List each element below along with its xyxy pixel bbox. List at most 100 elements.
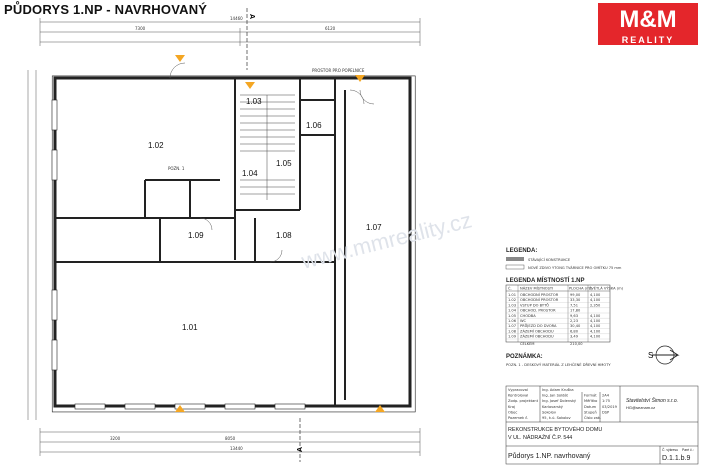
parts-label: Paré č.:	[682, 448, 694, 452]
watermark-text: www.mmreality.cz	[298, 207, 474, 274]
rooms-table-cell: 4,100	[590, 319, 601, 323]
company-name: Stavitelství Šimon s.r.o.	[626, 397, 678, 404]
dim-bottom-mid: 8050	[225, 436, 236, 441]
rooms-table-cell: 3,49	[570, 335, 579, 339]
page-title: PŮDORYS 1.NP - NAVRHOVANÝ	[4, 2, 208, 17]
dim-top-right: 6120	[325, 26, 336, 31]
rooms-header-area: PLOCHA (m²)	[569, 287, 593, 291]
rooms-table-cell: OBCHODNÍ PROSTOR	[520, 297, 559, 302]
title-block-cell: 1:75	[602, 399, 610, 403]
rooms-table-cell: 4,100	[590, 298, 601, 302]
title-block-cell: Vypracoval	[508, 388, 528, 392]
title-block-cell: Datum	[584, 405, 597, 409]
rooms-table-cell: VSTUP DO BYTŮ	[520, 302, 549, 307]
title-block	[505, 385, 699, 465]
rooms-table-cell: ZÁZEMÍ OBCHODU	[520, 334, 554, 339]
legend-swatch-new	[505, 264, 525, 270]
title-block-cell: Kontroloval	[508, 394, 528, 398]
rooms-table-cell: 99,00	[570, 293, 581, 297]
room-1-07: 1.07	[366, 223, 382, 232]
section-mark-top: A	[248, 14, 255, 19]
notes-title: POZNÁMKA:	[506, 353, 543, 360]
title-block-cell: Ing. Josef Dolenský	[542, 399, 577, 403]
rooms-table-cell: CHODBA	[520, 314, 536, 318]
rooms-total-label: CELKEM	[520, 342, 535, 346]
note-prostor: PROSTOR PRO POPELNICE	[312, 68, 365, 73]
rooms-total-value: 210,00	[570, 342, 583, 346]
company-web: HG@seznam.cz	[626, 405, 655, 410]
rooms-table-cell: OBCHOD. PROSTOR	[520, 309, 556, 313]
section-markers	[246, 8, 301, 462]
rooms-table-cell: 1.08	[508, 329, 517, 333]
facade-windows	[51, 99, 306, 410]
title-block-cell: Kraj	[508, 405, 515, 409]
rooms-table-cell: 4,100	[590, 293, 601, 297]
rooms-table-cell: 1.09	[508, 335, 517, 339]
title-block-cell: Obec	[508, 410, 517, 414]
title-block-cell: 03/2019	[602, 405, 618, 409]
rooms-table-cell: 7,51	[570, 303, 578, 307]
dim-top-total: 14460	[230, 16, 243, 21]
rooms-table-cell: PRŮJEZD DO DVORA	[520, 323, 557, 328]
rooms-table-cell: OBCHODNÍ PROSTOR	[520, 292, 559, 297]
title-block-cell: Měřítko	[584, 399, 597, 403]
dim-top-left: 7300	[135, 26, 146, 31]
door-swings	[169, 62, 375, 263]
legend-title: LEGENDA:	[506, 248, 537, 254]
legend-swatch-existing	[506, 257, 524, 261]
title-block-cell: Ing. Jan Soldát	[542, 394, 569, 398]
entry-arrows	[175, 55, 385, 412]
rooms-table-cell: 1.01	[508, 293, 516, 297]
title-block-cell: Číslo zak.	[584, 415, 601, 420]
legend-item-new: NOVÉ ZDIVO YTONG TVÁRNICE PRO OMÍTKU 75 …	[528, 265, 622, 270]
room-1-01: 1.01	[182, 323, 198, 332]
rooms-header-no: Č.	[508, 286, 512, 291]
staircase	[240, 94, 295, 200]
dim-bottom-left: 3200	[110, 436, 121, 441]
drawing-name: Půdorys 1.NP. navrhovaný	[508, 452, 591, 460]
rooms-table-cell: 6,80	[570, 329, 579, 333]
logo-brand-text: M&M	[619, 6, 676, 33]
rooms-table-cell: 1.02	[508, 298, 516, 302]
room-1-05: 1.05	[276, 159, 292, 168]
rooms-table-cell: 1.07	[508, 324, 516, 328]
rooms-table-cell: 4,100	[590, 335, 601, 339]
rooms-table-cell: 1.05	[508, 314, 516, 318]
title-block-cell: Ing. Adam Kruška	[542, 388, 574, 392]
title-block-cell: Stupeň	[584, 410, 597, 414]
rooms-table: Č. NÁZEV MÍSTNOSTI PLOCHA (m²) SVĚTLÁ VÝ…	[505, 284, 624, 343]
rooms-header-height: SVĚTLÁ VÝŠKA (m)	[589, 286, 624, 291]
rooms-table-cell: 33,30	[570, 298, 581, 302]
rooms-table-cell: WC	[520, 319, 527, 323]
title-block-cell: 2A4	[602, 394, 610, 398]
project-line-2: V UL. NÁDRAŽNÍ Č.P. 544	[508, 433, 572, 441]
notes-text: POZN. 1 - DESKOVÝ MATERIÁL Z LEHČENÉ DŘE…	[506, 362, 611, 367]
rooms-table-cell: 1.06	[508, 319, 517, 323]
title-block-cell: Karlovarský	[542, 405, 564, 409]
outer-wall-line	[51, 75, 416, 413]
rooms-table-cell: 4,100	[590, 314, 601, 318]
title-block-cell: Pozemek č.	[508, 416, 528, 420]
logo-sub-block	[598, 33, 698, 45]
interior-walls	[55, 78, 346, 406]
title-block-cell: Formát	[584, 394, 597, 398]
room-1-03: 1.03	[246, 97, 262, 106]
title-block-cell: Zodp. projektant	[508, 399, 539, 403]
rooms-table-cell: 4,100	[590, 329, 601, 333]
rooms-table-cell: ZÁZEMÍ OBCHODU	[520, 328, 554, 333]
left-dimensions	[27, 70, 37, 420]
bottom-dimensions	[39, 428, 421, 456]
rooms-table-cell: 4,100	[590, 324, 601, 328]
north-arrow-label: S	[648, 351, 653, 360]
rooms-table-cell: 2,23	[570, 319, 578, 323]
rooms-table-cell: 30,40	[570, 324, 581, 328]
legend-rooms-title: LEGENDA MÍSTNOSTÍ 1.NP	[506, 276, 584, 284]
drawing-no-label: Č. výkresu	[662, 447, 678, 452]
room-1-04: 1.04	[242, 169, 258, 178]
title-block-cell: DSP	[602, 410, 610, 414]
logo-sub-text: REALITY	[622, 35, 675, 45]
drawing-no: D.1.1.b.9	[662, 455, 691, 462]
brand-logo: M&M REALITY	[598, 3, 698, 45]
